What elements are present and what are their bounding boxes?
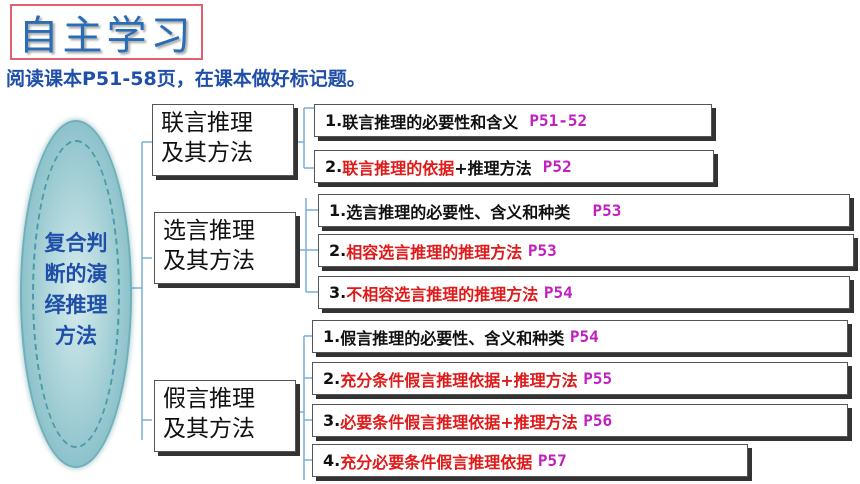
instruction-text: 阅读课本P51-58页，在课本做好标记题。 [6,68,366,90]
category-line-1: 假言推理 [163,386,255,412]
category-conjunctive: 联言推理 及其方法 [152,104,294,176]
ellipse-dashed-ring [32,140,120,448]
item-hypothetical-2: 2.充分条件假言推理依据+推理方法 P55 [312,362,848,395]
item-hypothetical-3: 3.必要条件假言推理依据+推理方法 P56 [312,404,848,437]
item-disjunctive-3: 3.不相容选言推理的推理方法 P54 [318,276,850,309]
category-hypothetical: 假言推理 及其方法 [154,380,296,452]
title-box: 自主学习 [10,4,203,60]
center-line-2: 断的演 [44,262,108,286]
page-ref: P55 [583,369,613,388]
item-conjunctive-2: 2.联言推理的依据+推理方法 P52 [314,150,714,183]
page-title: 自主学习 [18,13,195,59]
category-line-2: 及其方法 [163,416,255,442]
item-hypothetical-4: 4.充分必要条件假言推理依据 P57 [312,444,748,477]
center-ellipse [20,120,132,468]
page-ref: P57 [537,451,567,470]
item-conjunctive-1: 1.联言推理的必要性和含义 P51-52 [314,104,712,137]
page-ref: P51-52 [529,111,588,130]
category-line-2: 及其方法 [161,140,253,166]
page-ref: P54 [543,283,573,302]
category-line-2: 及其方法 [163,248,255,274]
category-disjunctive: 选言推理 及其方法 [154,212,296,284]
center-line-3: 绎推理 [44,293,108,317]
center-label: 复合判 断的演 绎推理 方法 [20,228,132,352]
item-disjunctive-2: 2.相容选言推理的推理方法 P53 [318,234,854,267]
page-ref: P54 [569,327,599,346]
center-line-4: 方法 [55,324,97,348]
page-ref: P53 [527,241,557,260]
page-ref: P53 [592,201,622,220]
item-hypothetical-1: 1.假言推理的必要性、含义和种类 P54 [312,320,848,353]
category-line-1: 选言推理 [163,218,255,244]
page-ref: P56 [583,411,613,430]
item-disjunctive-1: 1.选言推理的必要性、含义和种类 P53 [318,194,850,227]
category-line-1: 联言推理 [161,110,253,136]
page-ref: P52 [542,157,572,176]
center-line-1: 复合判 [44,231,108,255]
